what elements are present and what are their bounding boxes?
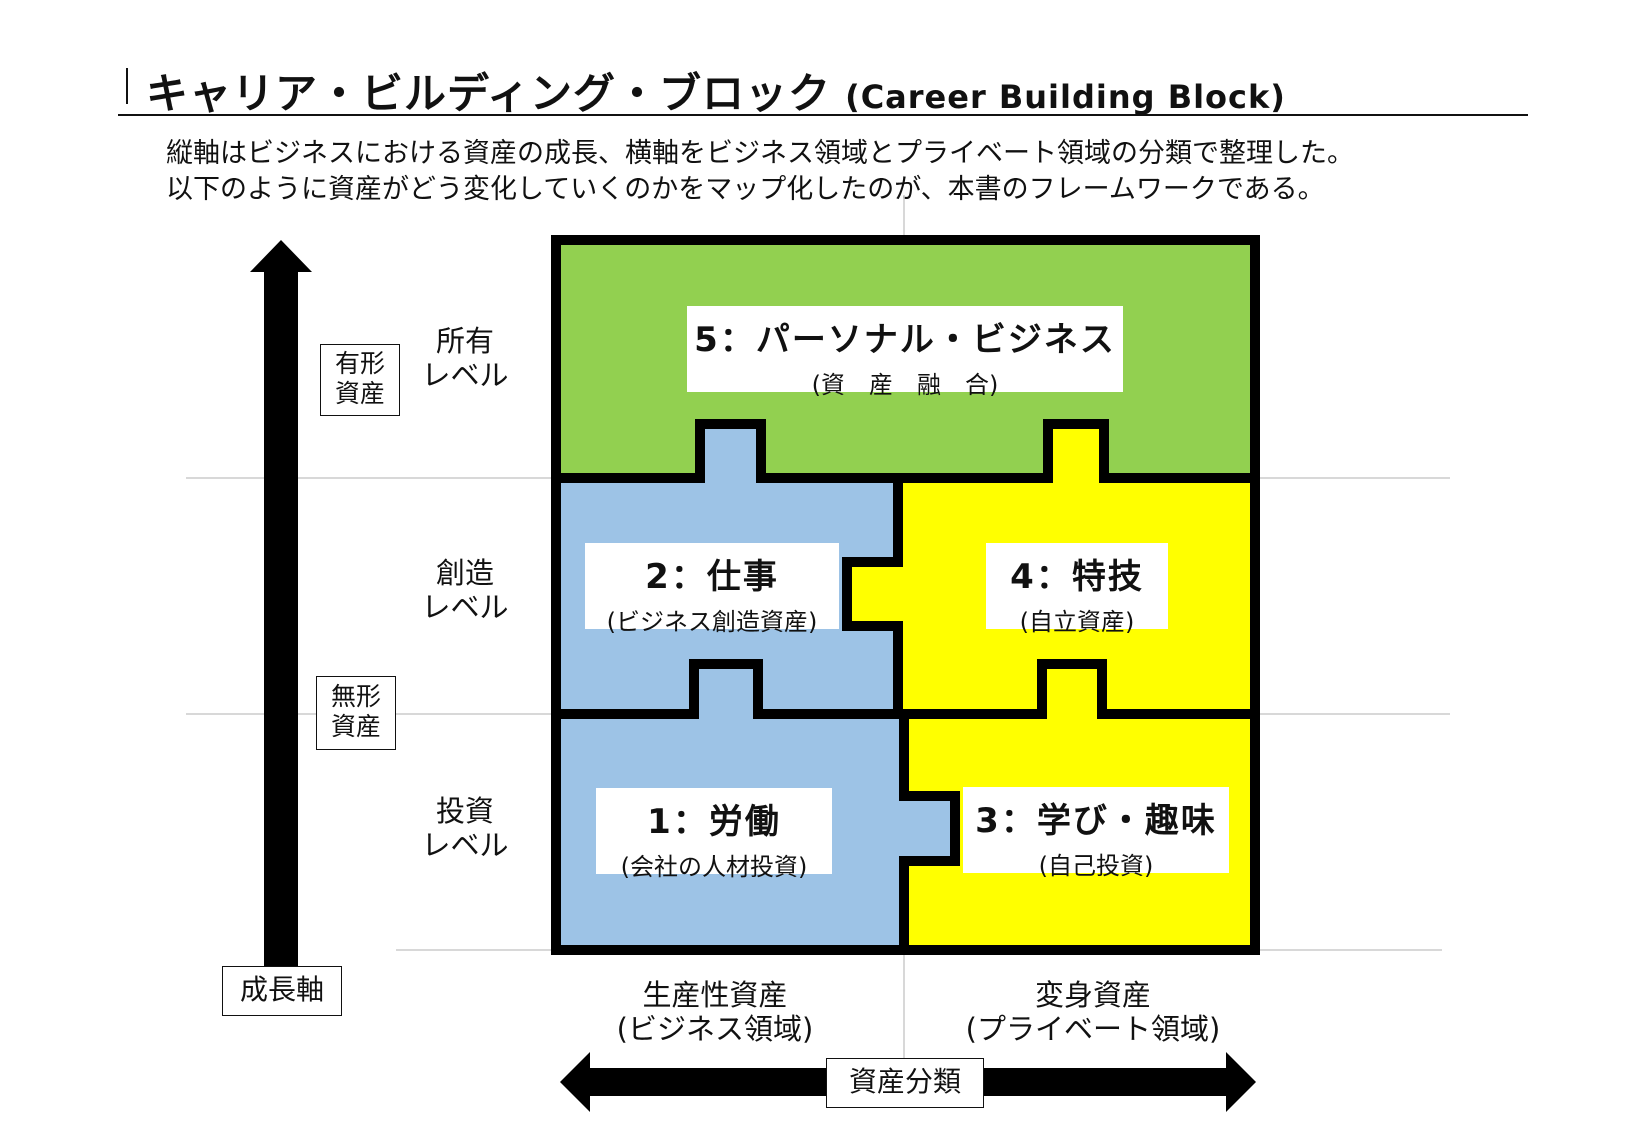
title-bar: キャリア・ビルディング・ブロック (Career Building Block) (118, 60, 1528, 118)
category-arrow-right-head (1226, 1052, 1256, 1112)
level-creation-line-1: 創造 (435, 556, 494, 590)
transformative-line-1: 変身資産 (1034, 978, 1151, 1012)
category-arrow-left-head (560, 1052, 590, 1112)
transformative-assets-label: 変身資産 (プライベート領域) (958, 978, 1228, 1046)
block-1-label: 1：労働 (会社の人材投資) (596, 788, 832, 881)
level-ownership-line-2: レベル (421, 358, 509, 392)
level-creation-line-2: レベル (421, 590, 509, 624)
level-investment: 投資 レベル (410, 794, 520, 862)
transformative-line-2: (プライベート領域) (965, 1012, 1221, 1046)
block-5-subtitle: (資 産 融 合) (811, 371, 999, 399)
level-ownership: 所有 レベル (410, 324, 520, 392)
growth-arrow (250, 240, 312, 966)
block-4-subtitle: (自立資産) (1019, 608, 1135, 636)
page-title: キャリア・ビルディング・ブロック (Career Building Block) (146, 60, 1286, 121)
level-investment-line-1: 投資 (435, 794, 494, 828)
productive-line-1: 生産性資産 (642, 978, 788, 1012)
block-5-title: 5：パーソナル・ビジネス (694, 320, 1116, 360)
block-2-subtitle: (ビジネス創造資産) (606, 608, 818, 636)
intangible-asset-box: 無形 資産 (316, 676, 396, 750)
productive-line-2: (ビジネス領域) (616, 1012, 814, 1046)
tangible-asset-box: 有形 資産 (320, 344, 400, 416)
tangible-line-2: 資産 (334, 379, 385, 408)
block-3-title: 3：学び・趣味 (975, 801, 1217, 841)
description-line-1: 縦軸はビジネスにおける資産の成長、横軸をビジネス領域とプライベート領域の分類で整… (166, 138, 1354, 169)
intangible-line-2: 資産 (330, 712, 381, 741)
productive-assets-label: 生産性資産 (ビジネス領域) (600, 978, 830, 1046)
asset-category-text: 資産分類 (848, 1065, 961, 1098)
block-3-subtitle: (自己投資) (1038, 852, 1154, 880)
description: 縦軸はビジネスにおける資産の成長、横軸をビジネス領域とプライベート領域の分類で整… (166, 136, 1354, 208)
title-main: キャリア・ビルディング・ブロック (146, 69, 832, 118)
block-2-title: 2：仕事 (645, 557, 779, 597)
growth-axis-text: 成長軸 (239, 973, 324, 1006)
title-sub: (Career Building Block) (845, 78, 1286, 116)
title-marker (126, 68, 128, 104)
asset-category-label: 資産分類 (826, 1058, 984, 1108)
level-investment-line-2: レベル (421, 828, 509, 862)
growth-axis-label: 成長軸 (222, 966, 342, 1016)
block-1-subtitle: (会社の人材投資) (620, 853, 808, 881)
description-line-2: 以下のように資産がどう変化していくのかをマップ化したのが、本書のフレームワークで… (166, 174, 1325, 205)
block-4-title: 4：特技 (1010, 557, 1144, 597)
tangible-line-1: 有形 (334, 349, 385, 378)
intangible-line-1: 無形 (330, 682, 381, 711)
growth-arrow-head (250, 240, 312, 272)
level-creation: 創造 レベル (410, 556, 520, 624)
level-ownership-line-1: 所有 (435, 324, 494, 358)
block-1-title: 1：労働 (647, 802, 781, 842)
block-2-label: 2：仕事 (ビジネス創造資産) (585, 543, 839, 636)
block-3-label: 3：学び・趣味 (自己投資) (963, 787, 1229, 880)
growth-arrow-shaft (264, 268, 298, 966)
block-5-label: 5：パーソナル・ビジネス (資 産 融 合) (687, 306, 1123, 399)
block-4-label: 4：特技 (自立資産) (986, 543, 1168, 636)
